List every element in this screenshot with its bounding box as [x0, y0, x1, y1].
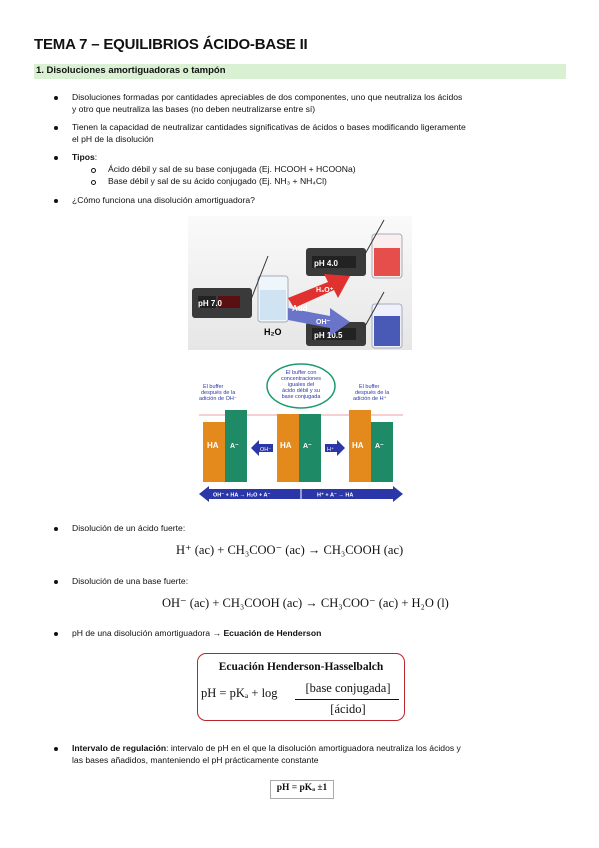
bullet-dot	[54, 96, 58, 100]
beaker-base	[363, 291, 403, 349]
regulation-range-formula: pH = pKₐ ±1	[276, 783, 328, 793]
bullet-text: ¿Cómo funciona una disolución amortiguad…	[72, 195, 255, 205]
sub-bullet-text: Base débil y sal de su ácido conjugado (…	[108, 176, 327, 186]
a-label: A⁻	[303, 443, 312, 450]
bullet-text: Intervalo de regulación: intervalo de pH…	[72, 743, 461, 766]
bullet-dot	[54, 527, 58, 531]
ph-meter-top: pH 4.0	[306, 248, 366, 276]
equation-base: OH⁻ (ac) + CH₃COOH (ac) → CH₃COO⁻ (ac) +…	[162, 596, 449, 610]
a-label: A⁻	[230, 443, 239, 450]
ha-label: HA	[280, 441, 292, 450]
oh-label: OH⁻	[316, 319, 331, 326]
a-label: A⁻	[375, 443, 384, 450]
svg-text:pH 4.0: pH 4.0	[314, 259, 339, 268]
section-header: 1. Disoluciones amortiguadoras o tampón	[34, 64, 566, 79]
ha-bar	[277, 414, 299, 482]
water-label: H₂O	[264, 327, 282, 337]
bullet-dot	[54, 747, 58, 751]
hh-numerator: [base conjugada]	[305, 681, 391, 695]
sub-bullet-dot	[91, 180, 96, 185]
sub-bullet-dot	[91, 168, 96, 173]
page-title: TEMA 7 – EQUILIBRIOS ÁCIDO-BASE II	[34, 36, 308, 53]
a-bar	[225, 410, 247, 482]
henderson-hasselbalch-box: Ecuación Henderson-Hasselbalch pH = pKₐ …	[197, 653, 405, 721]
hh-fraction-bar	[295, 699, 399, 700]
a-bar	[371, 422, 393, 482]
svg-text:pH 10.5: pH 10.5	[314, 331, 343, 340]
hh-denominator: [ácido]	[330, 702, 366, 716]
sub-bullet-text: Ácido débil y sal de su base conjugada (…	[108, 164, 356, 174]
reaction-right: H⁺ + A⁻ → HA	[317, 492, 353, 499]
ha-label: HA	[207, 441, 219, 450]
bullet-text: Disolución de una base fuerte:	[72, 576, 189, 586]
bullet-dot	[54, 580, 58, 584]
h-arrow	[325, 440, 345, 456]
bullet-text: Tipos:	[72, 152, 98, 162]
h3o-label: H₃O⁺	[316, 287, 334, 294]
oh-arrow-label: OH⁻	[260, 447, 271, 453]
ha-label: HA	[352, 441, 364, 450]
hh-lhs: pH = pKₐ + log	[201, 686, 278, 700]
equation-acid: H⁺ (ac) + CH₃COO⁻ (ac) → CH₃COOH (ac)	[176, 543, 404, 557]
a-bar	[299, 414, 321, 482]
center-ellipse	[266, 363, 336, 409]
bullet-dot	[54, 156, 58, 160]
bullet-dot	[54, 126, 58, 130]
beaker-acid	[363, 219, 403, 279]
acid-arrow	[288, 274, 350, 308]
ha-bar	[349, 410, 371, 482]
bullet-dot	[54, 632, 58, 636]
base-arrow	[288, 308, 350, 336]
ph-meters-figure: pH 7.0 H₂O pH 4.0 pH 10.5 Add H₃O⁺ OH⁻	[188, 216, 412, 350]
section-title: 1. Disoluciones amortiguadoras o tampón	[36, 65, 226, 76]
h-arrow-label: H⁺	[327, 446, 334, 453]
reaction-left: OH⁻ + HA → H₂O + A⁻	[213, 493, 270, 499]
bullet-dot	[54, 199, 58, 203]
bullet-text: pH de una disolución amortiguadora → Ecu…	[72, 628, 322, 638]
bullet-text: Disolución de un ácido fuerte:	[72, 523, 186, 533]
bullet-text: Tienen la capacidad de neutralizar canti…	[72, 122, 466, 145]
ha-bar	[203, 422, 225, 482]
hh-header: Ecuación Henderson-Hasselbalch	[218, 661, 384, 673]
oh-arrow	[251, 440, 273, 456]
svg-text:pH 7.0: pH 7.0	[198, 299, 223, 308]
beaker-water	[249, 255, 289, 323]
ph-meter-bottom: pH 10.5	[306, 322, 366, 346]
add-label: Add	[292, 304, 308, 313]
bullet-text: Disoluciones formadas por cantidades apr…	[72, 92, 463, 115]
ph-meter-left: pH 7.0	[192, 288, 252, 318]
regulation-range-box: pH = pKₐ ±1	[270, 780, 334, 799]
